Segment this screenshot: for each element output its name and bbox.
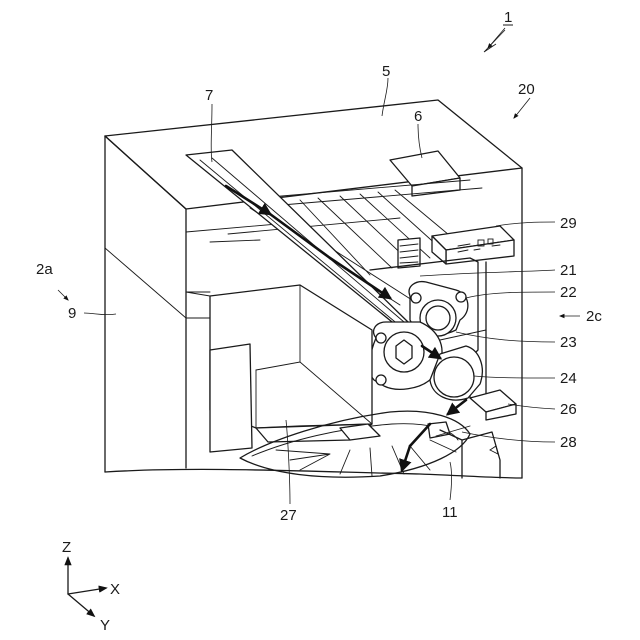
label-24: 24 [560,370,577,387]
component-6 [390,151,460,196]
label-9: 9 [68,305,76,322]
label-23: 23 [560,334,577,351]
label-20: 20 [518,81,535,98]
label-22: 22 [560,284,577,301]
component-29 [432,226,514,264]
y-axis-arrow [68,594,94,616]
label-7: 7 [205,87,213,104]
label-21: 21 [560,262,577,279]
x-axis-label: X [110,581,120,598]
label-29: 29 [560,215,577,232]
arrow-2a [58,290,68,300]
label-2c: 2c [586,308,602,325]
x-axis-arrow [68,588,106,594]
label-11: 11 [442,504,458,521]
label-1: 1 [504,9,512,26]
reference-labels: 1 20 5 7 6 29 21 22 2a 9 2c 23 24 26 28 … [36,9,602,524]
label-27: 27 [280,507,297,524]
y-axis-label: Y [100,617,110,634]
label-26: 26 [560,401,577,418]
label-6: 6 [414,108,422,125]
ribbed-block [398,238,420,268]
z-axis-label: Z [62,539,71,556]
label-2a: 2a [36,261,53,278]
label-5: 5 [382,63,390,80]
arrow-20 [514,98,530,118]
axis-indicator: Z X Y [62,539,120,634]
arrow-1 [488,28,505,48]
label-28: 28 [560,434,577,451]
